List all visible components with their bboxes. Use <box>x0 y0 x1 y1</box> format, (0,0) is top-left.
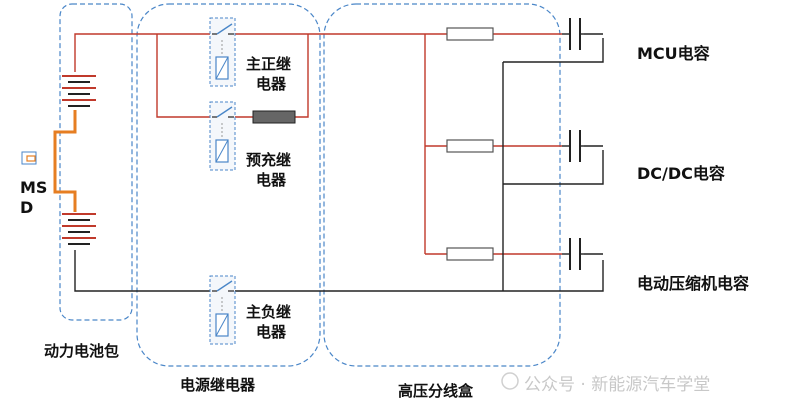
relay-box <box>136 3 321 367</box>
msd-connector-icon <box>21 151 37 165</box>
capacitor-leads <box>562 33 584 255</box>
precharge-relay-icon <box>209 101 236 171</box>
watermark: 公众号 · 新能源汽车学堂 <box>524 375 711 395</box>
main-positive-relay-label-l2: 电器 <box>256 75 287 93</box>
relay-box-label: 电源继电器 <box>180 376 256 394</box>
capacitor-mcu-icon <box>569 18 581 50</box>
main-negative-relay-label-l1: 主负继 <box>246 303 292 321</box>
fuse-mcu-icon <box>446 27 494 41</box>
precharge-relay-label-l1: 预充继 <box>246 151 292 169</box>
battery-cells-upper <box>62 75 96 107</box>
fuse-dcdc-icon <box>446 139 494 153</box>
capacitor-dcdc-icon <box>569 130 581 162</box>
capacitor-compressor-icon <box>569 238 581 270</box>
wechat-icon <box>501 372 519 390</box>
precharge-resistor-icon <box>252 110 296 124</box>
negative-bus <box>74 33 604 292</box>
msd-label: MS D <box>20 178 47 218</box>
battery-pack-label: 动力电池包 <box>44 342 120 360</box>
battery-cells-lower <box>62 213 96 245</box>
cap-compressor-label: 电动压缩机电容 <box>637 274 750 293</box>
main-negative-relay-icon <box>209 275 236 345</box>
main-positive-relay-label: 主正继 电器 <box>246 54 291 94</box>
main-positive-relay-label-l1: 主正继 <box>246 55 292 73</box>
msd-label-line2: D <box>20 198 34 217</box>
battery-pack-box <box>59 3 133 321</box>
fuse-compressor-icon <box>446 247 494 261</box>
precharge-relay-label: 预充继 电器 <box>246 150 291 190</box>
cap-mcu-label: MCU电容 <box>637 44 710 63</box>
msd-link <box>53 110 77 212</box>
main-negative-relay-label-l2: 电器 <box>256 323 287 341</box>
msd-label-line1: MS <box>20 178 48 197</box>
main-positive-relay-icon <box>209 17 236 87</box>
main-negative-relay-label: 主负继 电器 <box>246 302 291 342</box>
pdu-box <box>323 3 561 367</box>
cap-dcdc-label: DC/DC电容 <box>637 164 725 183</box>
precharge-relay-label-l2: 电器 <box>256 171 287 189</box>
pdu-box-label: 高压分线盒 <box>398 382 474 400</box>
